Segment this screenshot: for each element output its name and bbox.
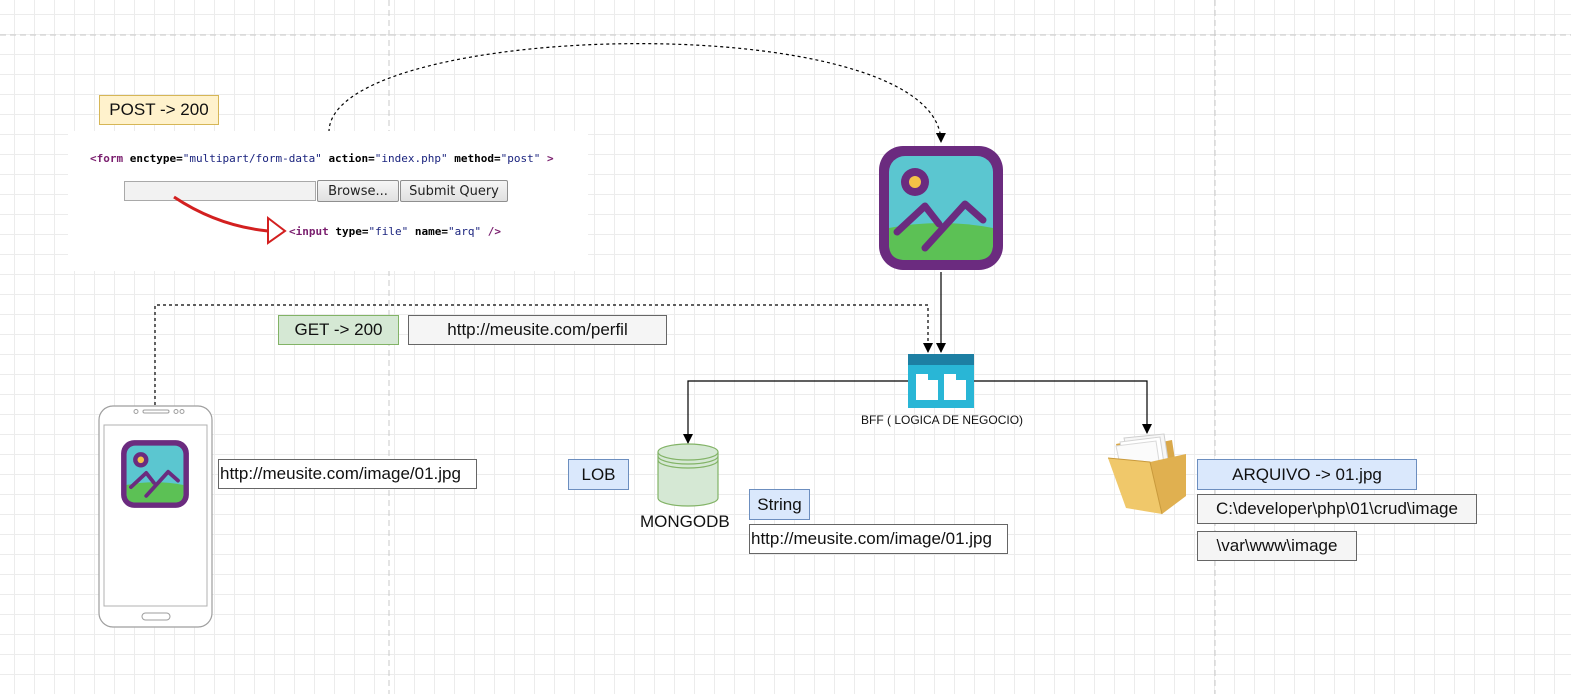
form-action-attr: action= [328,152,375,165]
mongodb-caption: MONGODB [640,512,730,531]
form-enctype-attr: enctype= [129,152,183,165]
bff-to-mongodb-connector[interactable] [683,380,908,444]
browse-button[interactable]: Browse... [317,180,399,202]
post-status-label[interactable]: POST -> 200 [99,95,219,125]
input-tag-line: <input type="file" name="arq" /> [289,225,501,238]
input-type-value: "file" [368,225,409,238]
folder-icon[interactable] [1106,432,1190,516]
bff-caption: BFF ( LOGICA DE NEGOCIO) [861,413,1024,427]
form-tag: <form [90,152,124,165]
arquivo-label[interactable]: ARQUIVO -> 01.jpg [1197,459,1417,490]
lob-label[interactable]: LOB [568,459,629,490]
get-request-connector[interactable] [154,304,933,405]
string-label[interactable]: String [749,489,810,520]
submit-query-button[interactable]: Submit Query [400,180,508,202]
phone-image-icon [121,440,189,508]
file-path-field[interactable] [124,181,316,201]
bff-to-folder-connector[interactable] [973,380,1152,434]
mongo-image-url-label[interactable]: http://meusite.com/image/01.jpg [749,524,1008,554]
perfil-url-label[interactable]: http://meusite.com/perfil [408,315,667,345]
form-enctype-value: "multipart/form-data" [182,152,322,165]
red-pointer-arrow [173,195,287,245]
form-method-value: "post" [500,152,541,165]
phone-image-url-label[interactable]: http://meusite.com/image/01.jpg [218,459,477,489]
html-form-snippet: <form enctype="multipart/form-data" acti… [68,131,588,271]
input-close: /> [487,225,501,238]
input-type-attr: type= [335,225,369,238]
linux-path-label[interactable]: \var\www\image [1197,531,1357,561]
form-close: > [547,152,554,165]
form-method-attr: method= [454,152,501,165]
database-icon[interactable] [657,443,719,507]
image-icon[interactable] [877,144,1005,272]
form-tag-line: <form enctype="multipart/form-data" acti… [90,152,554,165]
post-upload-connector[interactable] [328,43,946,143]
windows-path-label[interactable]: C:\developer\php\01\crud\image [1197,494,1477,524]
get-status-label[interactable]: GET -> 200 [278,315,399,345]
form-action-value: "index.php" [374,152,448,165]
input-name-value: "arq" [448,225,482,238]
input-name-attr: name= [414,225,448,238]
input-tag: <input [289,225,329,238]
bff-app-icon[interactable] [908,354,974,408]
